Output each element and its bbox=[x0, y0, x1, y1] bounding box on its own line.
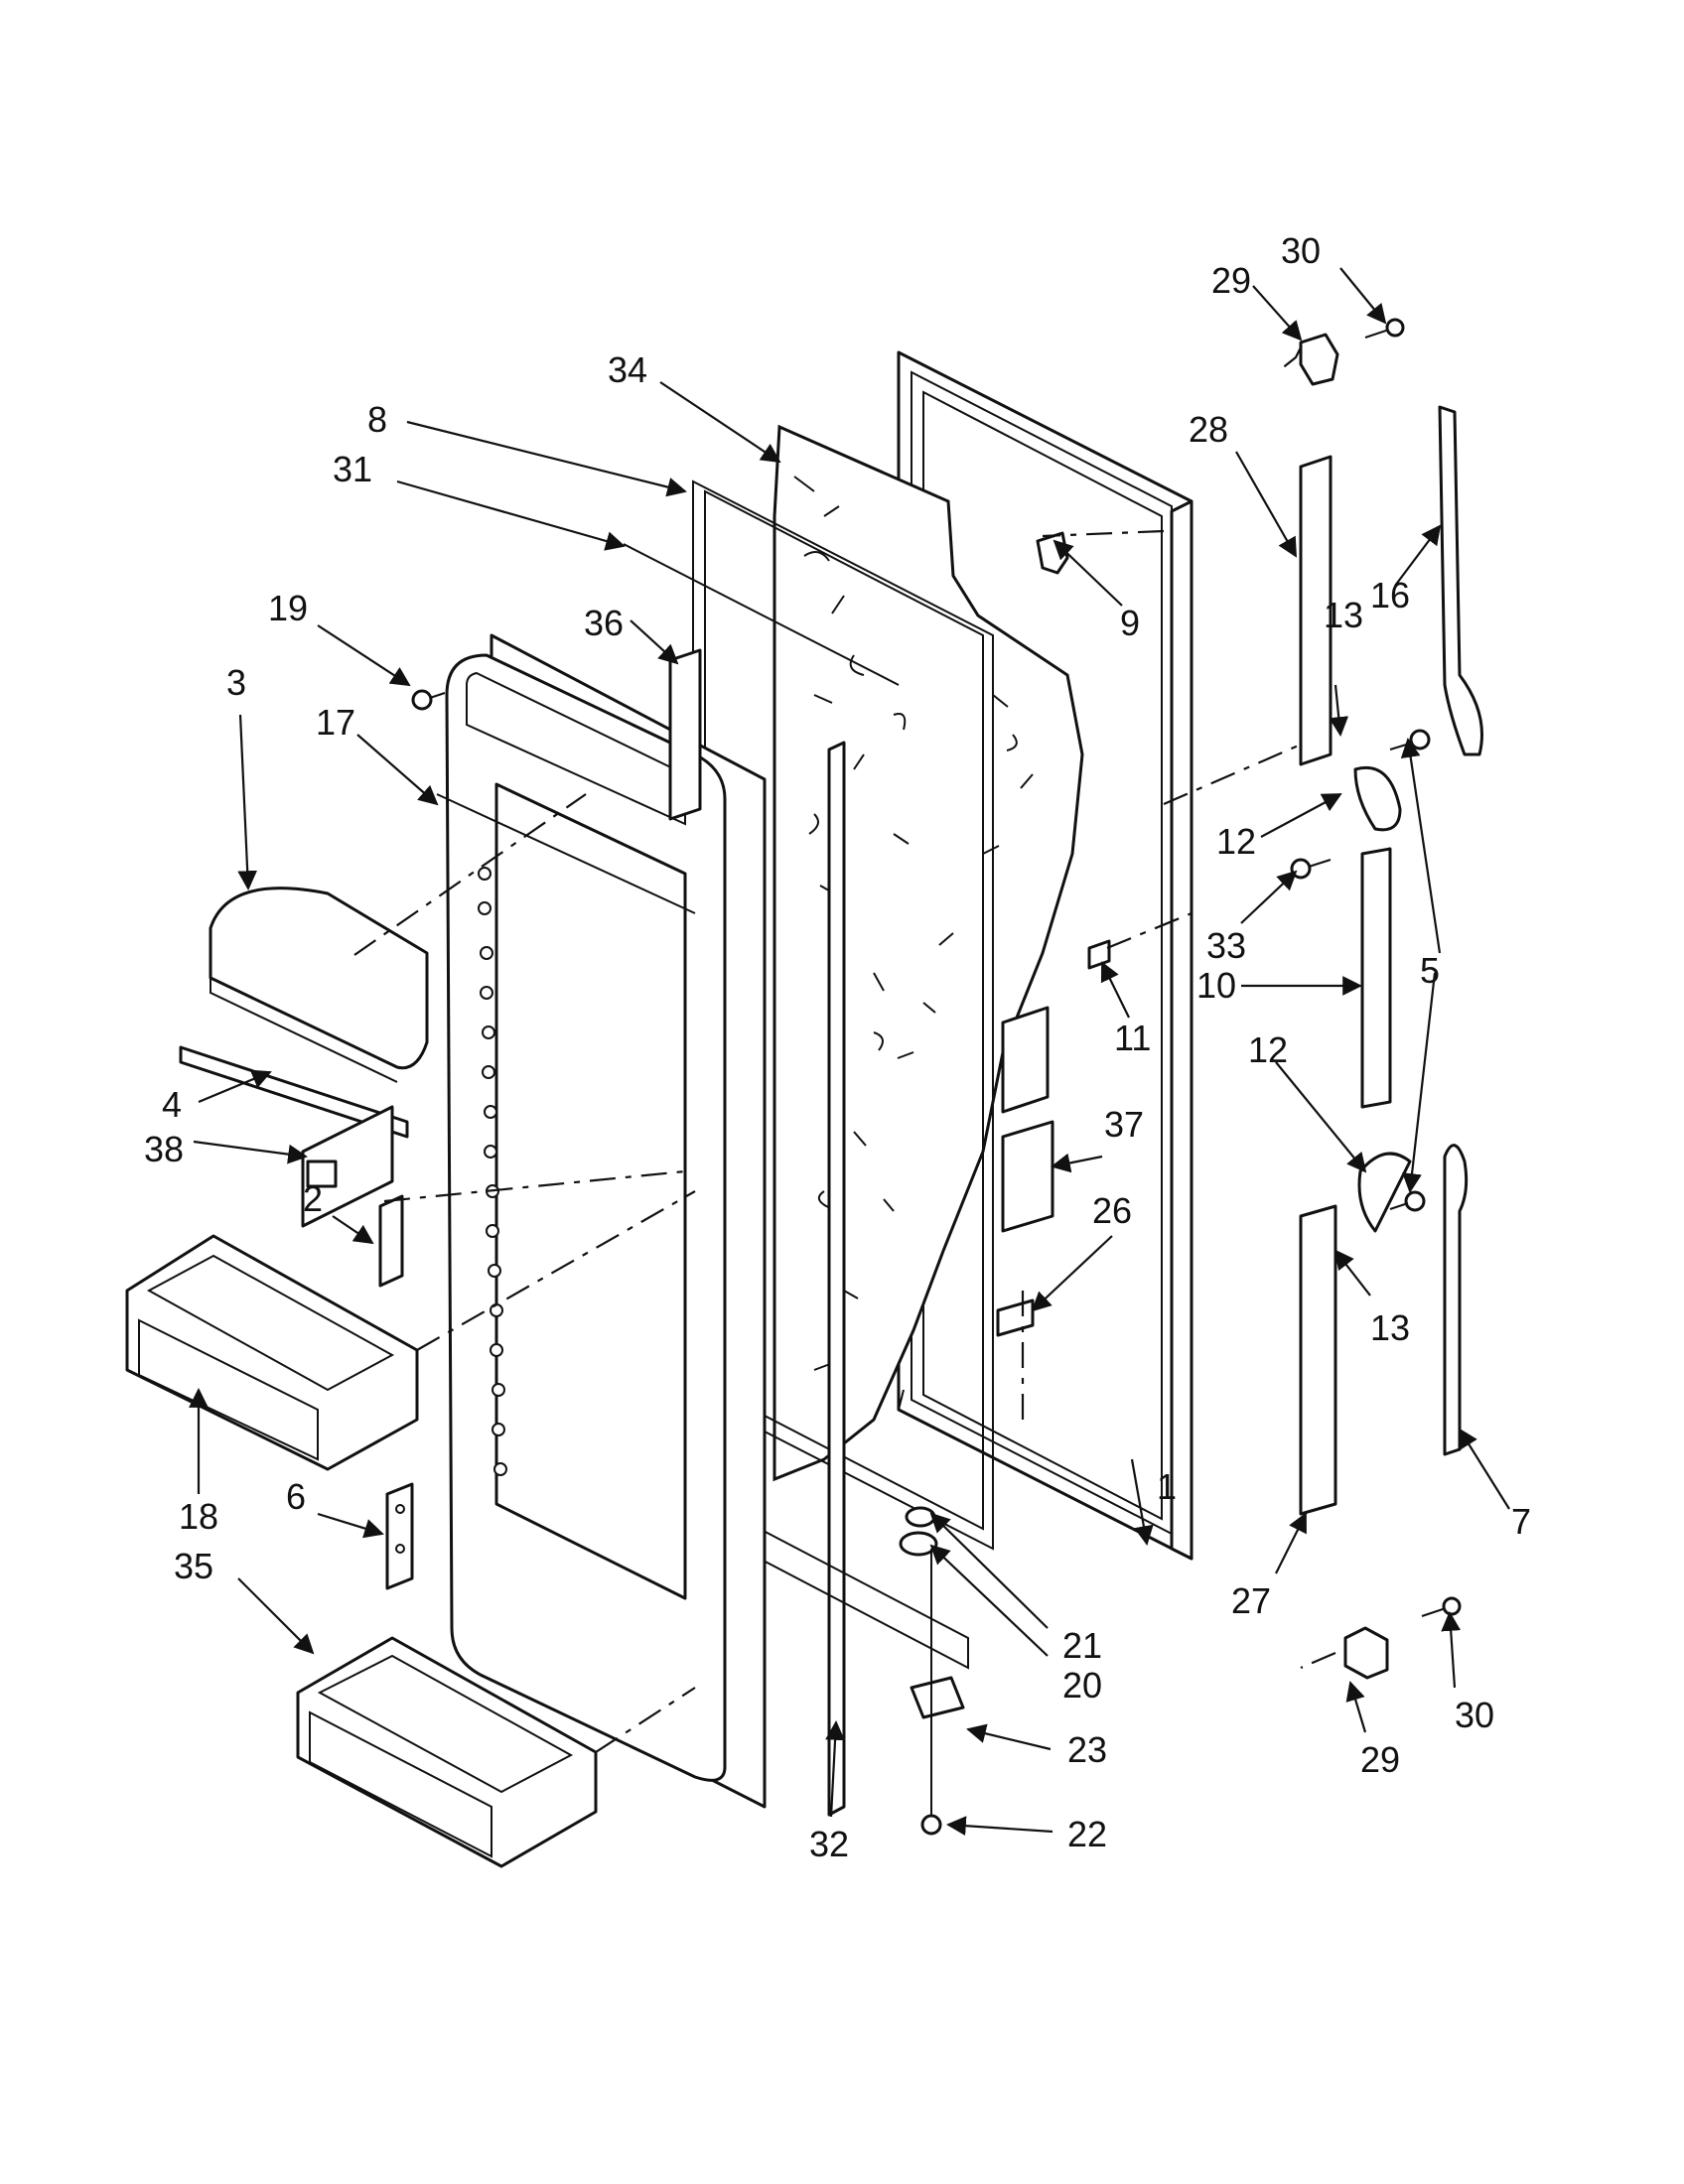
callout-20: 20 bbox=[1062, 1665, 1102, 1706]
callout-34: 34 bbox=[608, 349, 647, 390]
callout-13b: 13 bbox=[1370, 1307, 1410, 1348]
callout-12a: 12 bbox=[1216, 821, 1256, 862]
callout-37: 37 bbox=[1104, 1104, 1144, 1145]
leader-lines bbox=[189, 267, 1510, 1837]
handle-trim-strip-upper bbox=[1438, 405, 1483, 756]
lower-support-bracket bbox=[385, 1482, 414, 1590]
callout-30a: 30 bbox=[1281, 230, 1321, 271]
callout-7: 7 bbox=[1511, 1501, 1531, 1542]
callout-16: 16 bbox=[1370, 575, 1410, 615]
shelf-support-bracket bbox=[378, 1194, 404, 1288]
callout-31: 31 bbox=[333, 449, 372, 489]
callout-17: 17 bbox=[316, 702, 355, 743]
callout-26: 26 bbox=[1092, 1190, 1132, 1231]
lower-handle-trim bbox=[1299, 1204, 1337, 1516]
door-bin-large bbox=[125, 1234, 419, 1471]
callout-1: 1 bbox=[1157, 1466, 1177, 1507]
callout-labels: 1 2 3 4 5 5 6 7 8 9 10 11 12 12 13 13 16… bbox=[144, 230, 1531, 1864]
callout-23: 23 bbox=[1067, 1729, 1107, 1770]
callout-10: 10 bbox=[1196, 965, 1236, 1006]
breaker-strip bbox=[827, 741, 846, 1817]
callout-3: 3 bbox=[226, 662, 246, 703]
handle-middle-section bbox=[1360, 847, 1392, 1109]
callout-11: 11 bbox=[1114, 1018, 1151, 1058]
callout-27: 27 bbox=[1231, 1580, 1271, 1621]
handle-trim-strip-lower bbox=[1443, 1144, 1469, 1456]
hinge-bushing bbox=[899, 1506, 938, 1557]
callout-29a: 29 bbox=[1211, 260, 1251, 301]
callout-32: 32 bbox=[809, 1824, 849, 1864]
door-plug bbox=[1036, 531, 1069, 575]
callout-5a: 5 bbox=[1420, 950, 1440, 991]
handle-screw-lower bbox=[1389, 1190, 1426, 1212]
upper-door-shelf bbox=[209, 887, 429, 1083]
spacer-blocks bbox=[1001, 1006, 1054, 1233]
handle-end-cap-lower bbox=[1357, 1152, 1412, 1233]
shelf-retainer-clip bbox=[301, 1105, 394, 1228]
callout-18: 18 bbox=[179, 1496, 218, 1537]
screw-upper bbox=[1364, 318, 1405, 339]
callout-4: 4 bbox=[162, 1084, 182, 1125]
door-stop-upper bbox=[1299, 333, 1339, 386]
liner-screw bbox=[411, 689, 446, 711]
callout-8: 8 bbox=[367, 399, 387, 440]
callout-9: 9 bbox=[1120, 603, 1140, 643]
door-bin-small bbox=[296, 1636, 598, 1868]
callout-29b: 29 bbox=[1360, 1739, 1400, 1780]
upper-handle-trim bbox=[1299, 455, 1333, 766]
callout-13a: 13 bbox=[1324, 595, 1363, 635]
hinge-screw bbox=[920, 1549, 942, 1836]
liner-shelf-holes bbox=[478, 867, 507, 1476]
alignment-lines bbox=[353, 346, 1336, 1753]
callout-12b: 12 bbox=[1248, 1029, 1288, 1070]
door-stop-lower bbox=[1343, 1626, 1389, 1680]
screw-lower bbox=[1421, 1596, 1462, 1617]
shelf-trim bbox=[179, 1045, 409, 1139]
callout-19: 19 bbox=[268, 588, 308, 628]
handle-end-cap-upper bbox=[1353, 766, 1402, 832]
callout-2: 2 bbox=[303, 1178, 323, 1219]
callout-22: 22 bbox=[1067, 1814, 1107, 1854]
callout-28: 28 bbox=[1189, 409, 1228, 450]
callout-30b: 30 bbox=[1455, 1695, 1494, 1735]
callout-36: 36 bbox=[584, 603, 624, 643]
callout-33: 33 bbox=[1206, 925, 1246, 966]
callout-6: 6 bbox=[286, 1476, 306, 1517]
breaker-clip bbox=[668, 648, 702, 821]
inner-door-liner bbox=[436, 633, 767, 1809]
hinge-bracket bbox=[910, 1676, 965, 1719]
callout-38: 38 bbox=[144, 1129, 184, 1169]
callout-35: 35 bbox=[174, 1546, 213, 1586]
cam-clip bbox=[996, 1298, 1035, 1337]
callout-21: 21 bbox=[1062, 1625, 1102, 1666]
handle-screw-middle bbox=[1290, 858, 1332, 880]
